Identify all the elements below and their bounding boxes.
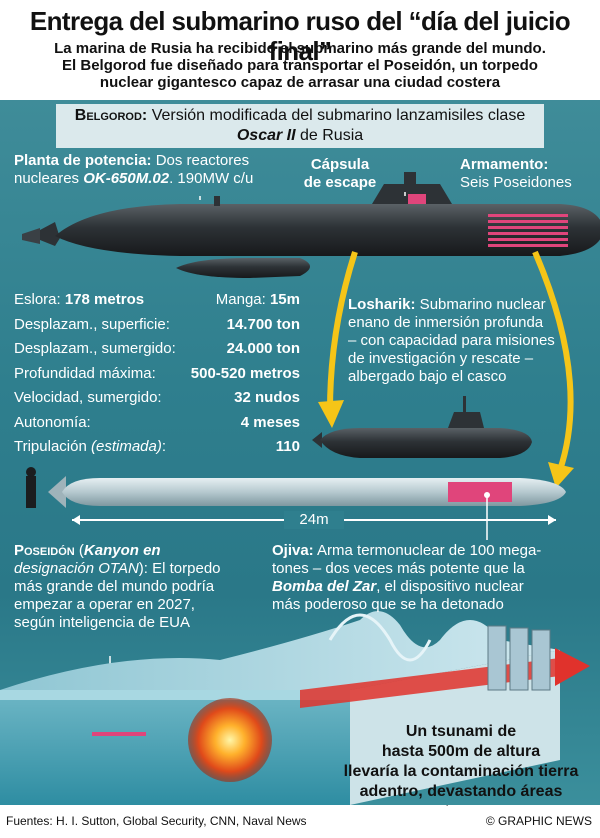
stats-row: Profundidad máxima: 500-520 metros	[14, 364, 304, 389]
stat-label: Tripulación	[14, 438, 91, 455]
belgorod-text: de Rusia	[295, 127, 364, 144]
poseidon-text: según inteligencia de EUA	[14, 614, 190, 631]
power-text: . 190MW c/u	[169, 170, 254, 187]
stat-label: Profundidad máxima:	[14, 364, 156, 382]
belgorod-submarine	[22, 172, 600, 278]
reactor-model: OK-650M.02	[83, 170, 170, 187]
warhead-text: , el dispositivo nuclear	[376, 578, 524, 595]
stat-value: 500-520 metros	[190, 364, 300, 382]
page-title: Entrega del submarino ruso del “día del …	[29, 6, 571, 66]
warhead-text: más poderoso que se ha detonado	[272, 596, 504, 613]
armament-callout: Armamento: Seis Poseidones	[460, 156, 590, 192]
poseidon-label: Poseidón	[14, 542, 75, 559]
subtitle-line: El Belgorod fue diseñado para transporta…	[62, 57, 538, 74]
poseidon-text: ): El torpedo	[138, 560, 221, 577]
stats-row: Desplazam., sumergido: 24.000 ton	[14, 339, 304, 364]
stat-label: Velocidad, sumergido:	[14, 389, 162, 406]
stat-label: :	[161, 438, 167, 455]
stats-table: Eslora: 178 metros Manga: 15m Desplazam.…	[14, 290, 304, 462]
power-plant-callout: Planta de potencia: Dos reactores nuclea…	[14, 152, 304, 188]
armament-text: Seis Poseidones	[460, 174, 572, 191]
stat-label: Desplazam., superficie:	[14, 315, 170, 333]
stats-row: Velocidad, sumergido: 32 nudos	[14, 388, 304, 413]
stat-value: 178 metros	[64, 291, 145, 308]
page-subtitle: La marina de Rusia ha recibido el submar…	[10, 40, 590, 91]
poseidon-callout: Poseidón (Kanyon en designación OTAN): E…	[14, 542, 264, 632]
poseidon-text: designación OTAN	[14, 560, 139, 577]
losharik-callout: Losharik: Submarino nuclear enano de inm…	[348, 296, 594, 386]
stat-label: Eslora:	[14, 291, 65, 308]
torpedo-length: 24m	[284, 511, 344, 529]
capsule-label: de escape	[303, 174, 377, 191]
stats-row: Autonomía: 4 meses	[14, 413, 304, 438]
stat-label: Manga:	[215, 291, 270, 308]
stat-value: 4 meses	[240, 413, 300, 431]
tsar-bomba: Bomba del Zar	[272, 578, 377, 595]
belgorod-banner: Belgorod: Versión modificada del submari…	[56, 104, 544, 148]
warhead-callout: Ojiva: Arma termonuclear de 100 mega- to…	[272, 542, 594, 614]
footer: Fuentes: H. I. Sutton, Global Security, …	[0, 806, 600, 838]
subtitle-line: La marina de Rusia ha recibido el submar…	[54, 40, 546, 57]
tsunami-text: Un tsunami de	[405, 723, 517, 740]
poseidon-text: más grande del mundo podría	[14, 578, 215, 595]
tsunami-scene	[0, 611, 590, 805]
oscar-class: Oscar II	[236, 127, 296, 144]
belgorod-text: Versión modificada del submarino lanzami…	[147, 107, 526, 124]
stats-row: Tripulación (estimada): 110	[14, 437, 304, 462]
belgorod-label: Belgorod:	[74, 107, 148, 124]
kanyon-label: Kanyon en	[83, 542, 161, 559]
losharik-text: de investigación y rescate –	[348, 350, 534, 367]
stat-label: Desplazam., sumergido:	[14, 340, 176, 357]
poseidon-text: (	[74, 542, 84, 559]
stat-value: 15m	[269, 291, 300, 308]
losharik-text: – con capacidad para misiones	[348, 332, 555, 349]
losharik-text: albergado bajo el casco	[348, 368, 507, 385]
stat-value: 24.000 ton	[226, 340, 300, 357]
capsule-label: Cápsula	[310, 156, 370, 173]
stat-label: Autonomía:	[14, 413, 91, 431]
stats-row: Desplazam., superficie: 14.700 ton	[14, 315, 304, 340]
subtitle-line: nuclear gigantesco capaz de arrasar una …	[99, 74, 501, 91]
warhead-text: Arma termonuclear de 100 mega-	[313, 542, 542, 559]
losharik-text: enano de inmersión profunda	[348, 314, 544, 331]
power-text: nucleares	[14, 170, 84, 187]
header: Entrega del submarino ruso del “día del …	[0, 0, 600, 100]
losharik-text: Submarino nuclear	[415, 296, 546, 313]
escape-capsule-callout: Cápsula de escape	[300, 156, 380, 192]
yellow-arrows	[318, 250, 574, 488]
stats-row: Eslora: 178 metros Manga: 15m	[14, 290, 304, 315]
poseidon-text: empezar a operar en 2027,	[14, 596, 195, 613]
stat-value: 14.700 ton	[226, 315, 300, 333]
warhead-text: tones – dos veces más potente que la	[272, 560, 525, 577]
power-label: Planta de potencia:	[14, 152, 152, 169]
stat-value: 110	[275, 438, 300, 455]
power-text: Dos reactores	[151, 152, 250, 169]
stat-note: (estimada)	[90, 438, 162, 455]
losharik-label: Losharik:	[348, 296, 416, 313]
armament-label: Armamento:	[460, 156, 549, 173]
tsunami-text: hasta 500m de altura	[381, 743, 541, 760]
tsunami-text: llevaría la contaminación tierra	[343, 763, 579, 780]
credit: © GRAPHIC NEWS	[485, 814, 592, 828]
sources: Fuentes: H. I. Sutton, Global Security, …	[6, 814, 307, 828]
stat-value: 32 nudos	[234, 389, 300, 406]
warhead-label: Ojiva:	[272, 542, 314, 559]
losharik-submarine	[312, 396, 532, 458]
